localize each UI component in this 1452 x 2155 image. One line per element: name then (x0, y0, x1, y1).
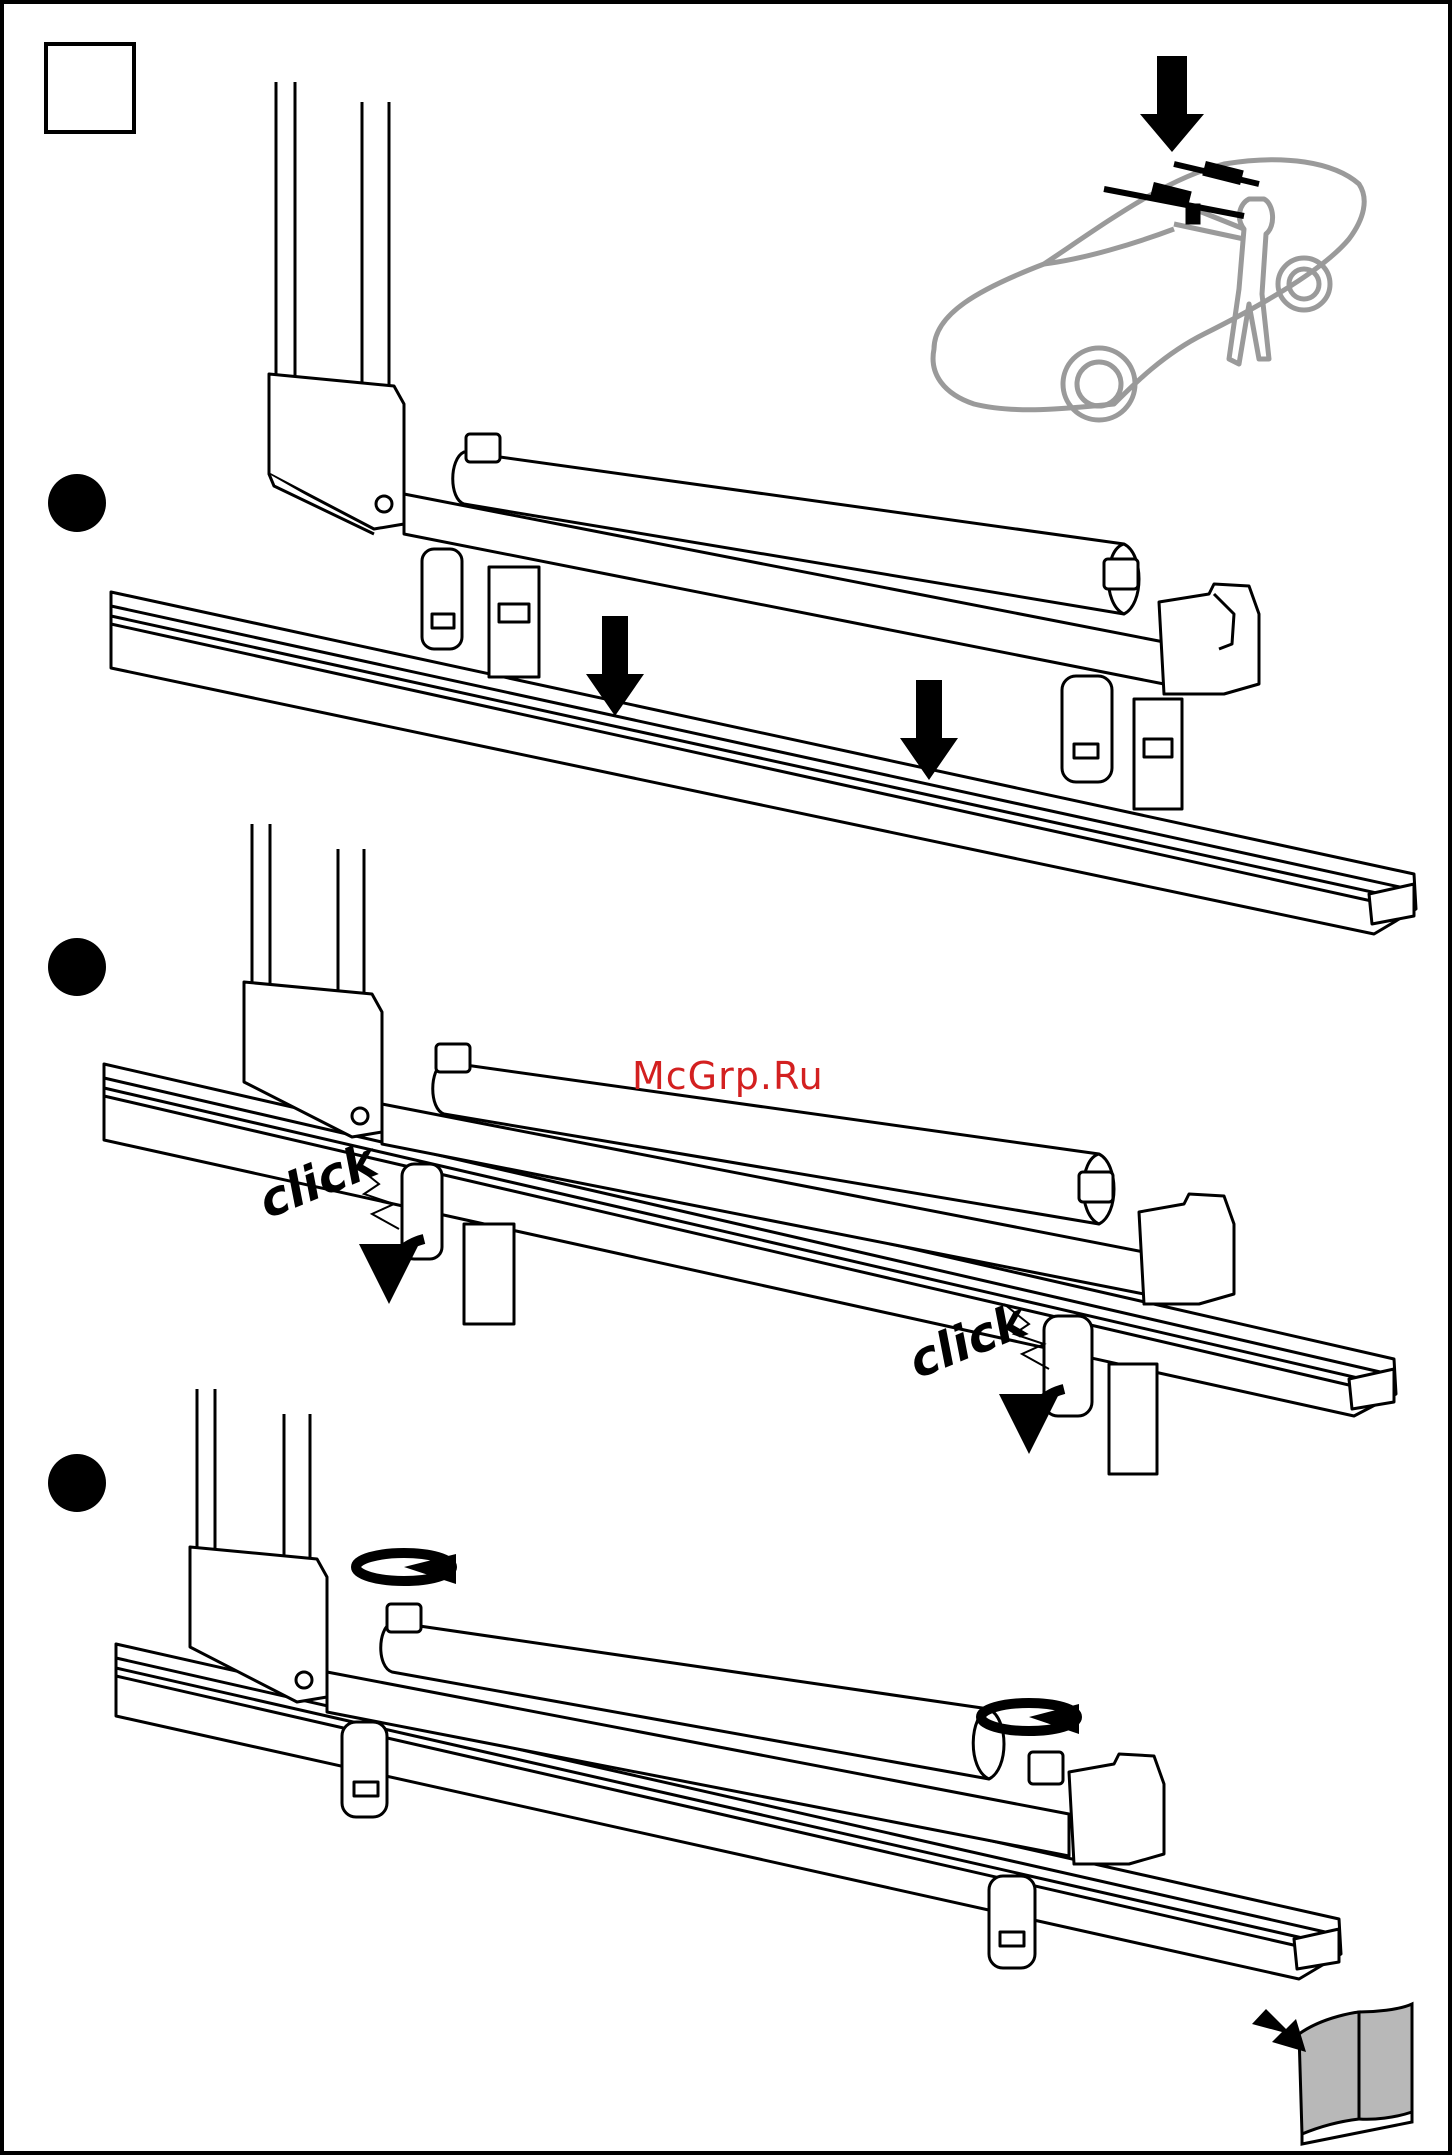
clamp-right-1 (1062, 676, 1182, 809)
clamp-left-3 (342, 1722, 387, 1817)
step-2-illustration (104, 824, 1396, 1474)
end-bracket-3 (1069, 1754, 1164, 1864)
roof-bars-on-car (1104, 162, 1259, 224)
end-bracket-1 (1159, 584, 1259, 694)
open-book-icon (1299, 2004, 1412, 2144)
holder-frame-1 (269, 82, 404, 534)
down-arrow-icon (1140, 56, 1204, 152)
holder-frame-3 (190, 1389, 327, 1702)
pointer-arrow-icon (1252, 2009, 1306, 2052)
clamp-right-3 (989, 1876, 1035, 1968)
rotate-arrow-icon (356, 1553, 456, 1584)
step-3-illustration (116, 1389, 1341, 1979)
watermark-text: McGrp.Ru (632, 1054, 824, 1098)
holder-frame-2 (244, 824, 382, 1137)
end-bracket-2 (1139, 1194, 1234, 1304)
clamp-left-1 (422, 549, 539, 677)
